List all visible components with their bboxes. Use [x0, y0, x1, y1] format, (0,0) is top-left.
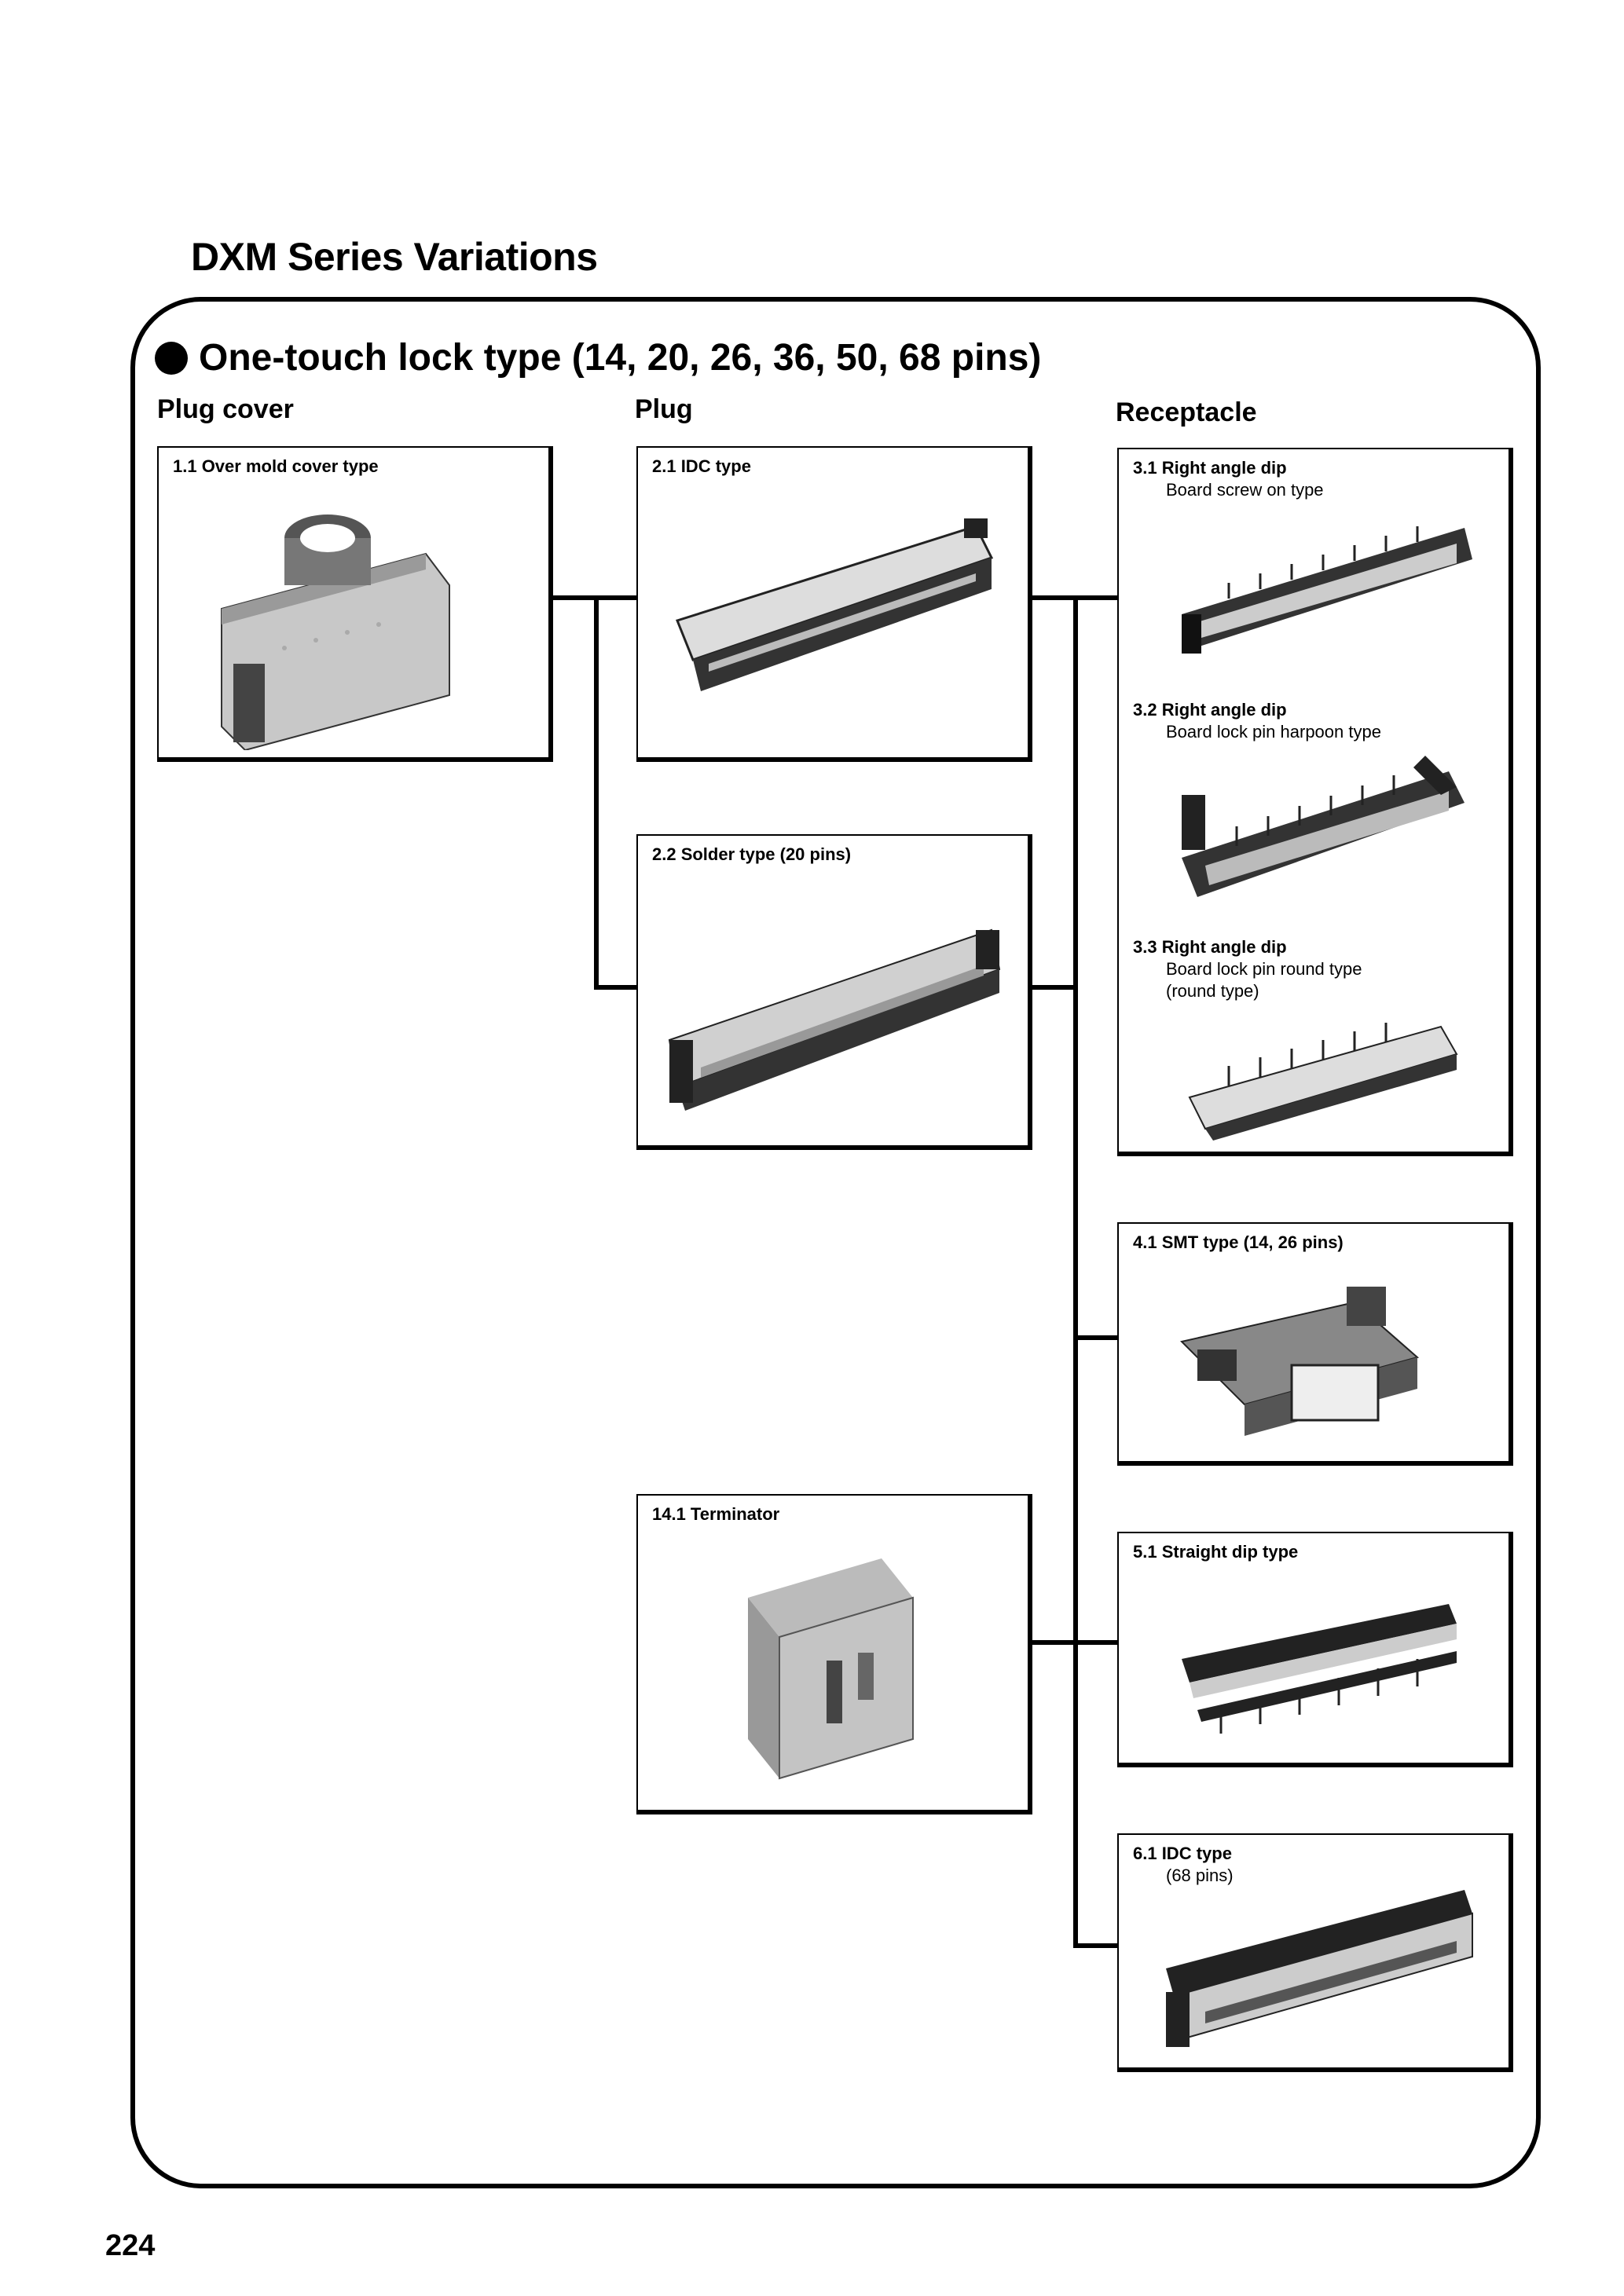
card-label: 2.2 Solder type (20 pins)	[652, 844, 852, 864]
section-heading: One-touch lock type (14, 20, 26, 36, 50,…	[155, 336, 1041, 379]
column-heading-plug-cover: Plug cover	[157, 394, 294, 424]
connector-line	[594, 985, 638, 990]
variations-frame	[130, 297, 1541, 2188]
connector-line	[1073, 1943, 1119, 1948]
connector-line	[1073, 595, 1078, 1948]
card-right-angle-dip-group: 3.1 Right angle dip Board screw on type …	[1117, 448, 1513, 1156]
plug-solder-photo	[668, 928, 1001, 1111]
card-label-3-2: 3.2 Right angle dip Board lock pin harpo…	[1133, 700, 1381, 742]
right-angle-dip-harpoon-photo	[1182, 756, 1465, 897]
right-angle-dip-round-photo	[1188, 1023, 1458, 1141]
connector-line	[1073, 1335, 1119, 1340]
plug-idc-photo	[676, 518, 994, 691]
card-smt: 4.1 SMT type (14, 26 pins)	[1117, 1222, 1513, 1466]
card-label-6-1: 6.1 IDC type (68 pins)	[1133, 1844, 1234, 1885]
card-plug-idc: 2.1 IDC type	[636, 446, 1032, 762]
page-number: 224	[105, 2229, 156, 2262]
column-heading-plug: Plug	[635, 394, 693, 424]
connector-line	[594, 595, 599, 990]
straight-dip-photo	[1182, 1604, 1457, 1734]
over-mold-cover-photo	[221, 514, 450, 750]
card-label: 2.1 IDC type	[652, 456, 751, 476]
right-angle-dip-screw-photo	[1182, 526, 1472, 654]
card-label: 5.1 Straight dip type	[1133, 1542, 1299, 1562]
card-label-3-3: 3.3 Right angle dip Board lock pin round…	[1133, 937, 1362, 1001]
card-straight-dip: 5.1 Straight dip type	[1117, 1532, 1513, 1767]
receptacle-idc-photo	[1166, 1890, 1473, 2047]
card-receptacle-idc: 6.1 IDC type (68 pins)	[1117, 1833, 1513, 2072]
terminator-photo	[748, 1558, 914, 1780]
smt-photo	[1180, 1287, 1420, 1436]
card-label-3-1: 3.1 Right angle dip Board screw on type	[1133, 458, 1324, 500]
connector-line	[1028, 985, 1076, 990]
page-title: DXM Series Variations	[191, 235, 598, 279]
card-plug-solder: 2.2 Solder type (20 pins)	[636, 834, 1032, 1150]
column-heading-receptacle: Receptacle	[1116, 397, 1257, 427]
card-over-mold-cover: 1.1 Over mold cover type	[157, 446, 553, 762]
section-heading-text: One-touch lock type (14, 20, 26, 36, 50,…	[199, 337, 1042, 379]
card-label: 4.1 SMT type (14, 26 pins)	[1133, 1232, 1344, 1252]
card-label: 14.1 Terminator	[652, 1504, 780, 1524]
card-terminator: 14.1 Terminator	[636, 1494, 1032, 1814]
bullet-icon	[155, 341, 188, 375]
card-label: 1.1 Over mold cover type	[173, 456, 379, 476]
